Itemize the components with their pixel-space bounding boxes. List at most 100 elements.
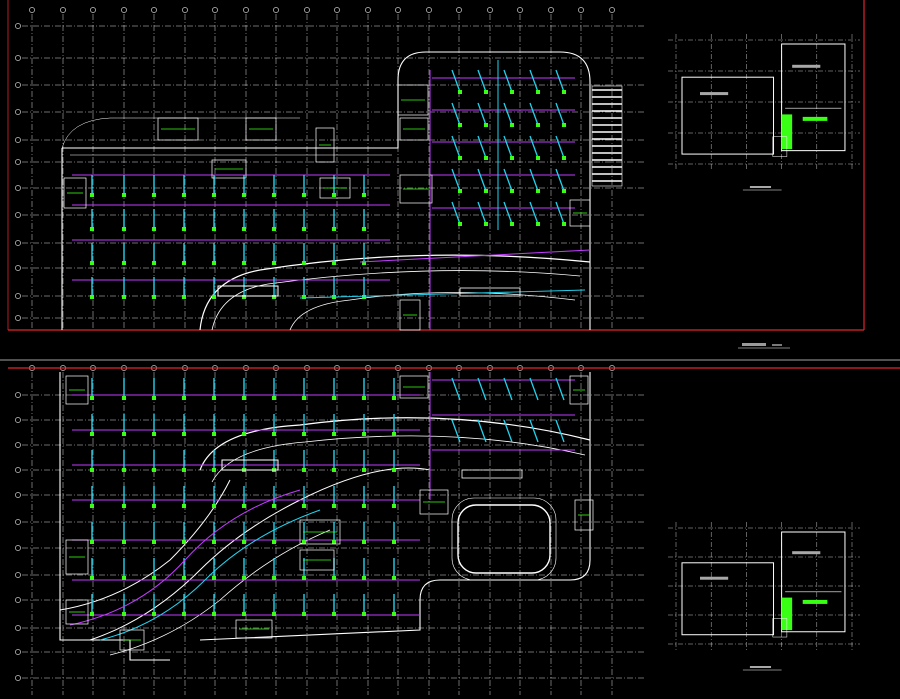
room-box: [397, 84, 429, 116]
room-box: [65, 539, 89, 575]
top-wing-branch: [555, 201, 565, 225]
top-wing-diffuser: [458, 222, 462, 226]
bottom-diffuser: [242, 432, 246, 436]
top-axis-bubble: [182, 7, 188, 13]
top-axis-bubble: [334, 7, 340, 13]
top-wing-branch: [477, 102, 487, 126]
bottom-diffuser: [122, 432, 126, 436]
top-axis-bubble: [121, 7, 127, 13]
bottom-diffuser: [392, 396, 396, 400]
top-diffuser: [242, 227, 246, 231]
bottom-diffuser: [212, 540, 216, 544]
top-axis-bubble: [60, 7, 66, 13]
top-diffuser: [90, 193, 94, 197]
top-axis-bubble: [15, 265, 21, 271]
top-wing-diffuser: [484, 222, 488, 226]
detail-bottom-room-right: [781, 531, 846, 633]
top-diffuser: [272, 227, 276, 231]
bottom-diffuser: [152, 432, 156, 436]
top-axis-bubble: [487, 7, 493, 13]
top-diffuser: [122, 261, 126, 265]
bottom-diffuser: [122, 612, 126, 616]
bottom-diffuser: [182, 576, 186, 580]
bottom-diffuser: [152, 504, 156, 508]
top-wing-branch: [503, 201, 513, 225]
top-wing-diffuser: [562, 156, 566, 160]
top-wing-diffuser: [562, 90, 566, 94]
room-blocks: [63, 84, 623, 651]
top-diffuser: [212, 261, 216, 265]
bot-axis-bubble: [15, 649, 21, 655]
bottom-diffuser: [152, 396, 156, 400]
top-wing-diffuser: [458, 189, 462, 193]
top-wing-diffuser: [562, 222, 566, 226]
top-wing-diffuser: [536, 222, 540, 226]
bottom-ramp-outer: [199, 417, 591, 471]
top-wing-diffuser: [484, 123, 488, 127]
top-wing-diffuser: [510, 123, 514, 127]
bottom-diffuser: [242, 612, 246, 616]
detail-top-equipment: [781, 114, 793, 150]
detail-bottom-text-mark-a: [700, 576, 729, 580]
detail-top-room-left: [681, 76, 775, 155]
bottom-wing-branch: [503, 419, 513, 443]
top-diffuser: [122, 227, 126, 231]
top-diffuser: [362, 227, 366, 231]
building-outlines: [59, 51, 591, 661]
top-axis-bubble: [15, 315, 21, 321]
bottom-wing-branch: [529, 419, 539, 443]
bottom-diffuser: [392, 432, 396, 436]
room-box: [315, 127, 335, 163]
top-diffuser: [302, 193, 306, 197]
bottom-diffuser: [122, 396, 126, 400]
top-diffuser: [332, 227, 336, 231]
bot-axis-bubble: [15, 492, 21, 498]
top-diffuser: [362, 261, 366, 265]
bottom-diffuser: [302, 504, 306, 508]
top-diffuser: [122, 295, 126, 299]
bottom-diffuser: [90, 432, 94, 436]
bottom-diffuser: [242, 540, 246, 544]
top-axis-bubble: [212, 7, 218, 13]
top-plan-grid: [15, 7, 645, 330]
top-diffuser: [302, 295, 306, 299]
detail-plans: [668, 34, 860, 671]
top-diffuser: [212, 227, 216, 231]
top-wing-branch: [529, 135, 539, 159]
top-ramp-equipment: [217, 285, 279, 297]
top-wing-branch: [529, 69, 539, 93]
bottom-diffuser: [212, 468, 216, 472]
top-axis-bubble: [151, 7, 157, 13]
top-wing-diffuser: [510, 189, 514, 193]
top-diffuser: [362, 193, 366, 197]
bottom-diffuser: [332, 468, 336, 472]
bottom-diffuser: [392, 576, 396, 580]
top-wing-diffuser: [536, 90, 540, 94]
top-axis-bubble: [578, 7, 584, 13]
top-axis-bubble: [15, 109, 21, 115]
bottom-diffuser: [332, 504, 336, 508]
sheet-frame: [7, 0, 900, 369]
top-diffuser: [362, 295, 366, 299]
bot-axis-bubble: [15, 625, 21, 631]
top-axis-bubble: [15, 82, 21, 88]
top-wing-branch: [477, 135, 487, 159]
top-wing-branch: [555, 168, 565, 192]
top-diffuser: [122, 193, 126, 197]
top-wing-branch: [451, 201, 461, 225]
bottom-diffuser: [152, 468, 156, 472]
top-axis-bubble: [304, 7, 310, 13]
bottom-diffuser: [302, 612, 306, 616]
bottom-diffuser: [122, 540, 126, 544]
bottom-ramp-equipment: [221, 459, 279, 471]
top-ramp-outer: [199, 254, 591, 331]
detail-bottom-label-box: [802, 599, 828, 604]
top-diffuser: [90, 227, 94, 231]
room-box: [157, 117, 199, 141]
top-axis-bubble: [15, 23, 21, 29]
bottom-curved-duct-b: [99, 509, 321, 641]
top-wing-diffuser: [510, 222, 514, 226]
top-wing-branch: [451, 69, 461, 93]
